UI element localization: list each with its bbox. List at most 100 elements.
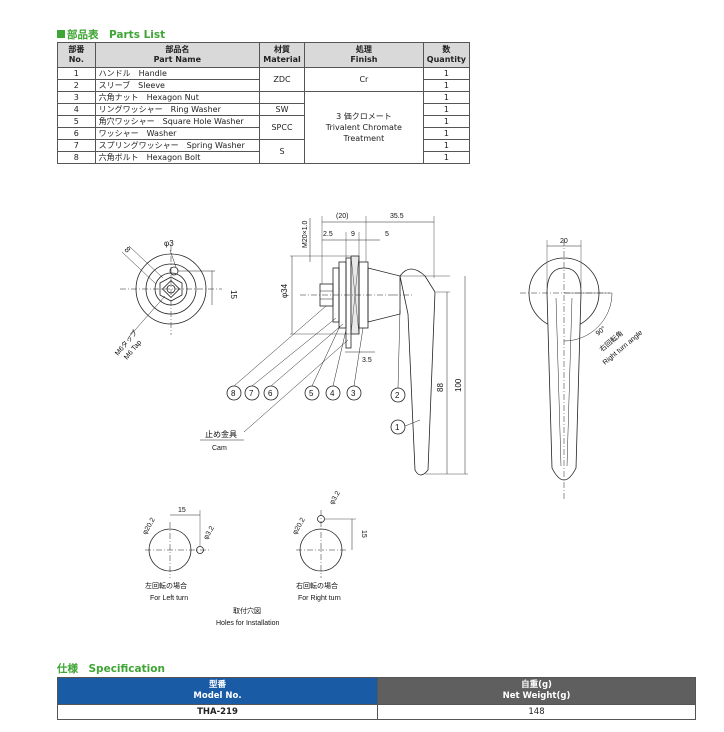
row-name: 角穴ワッシャー Square Hole Washer — [94, 115, 261, 128]
cam-plate-side — [345, 257, 352, 349]
callout-label: 6 — [268, 389, 273, 398]
side-view: φ34 M20×1.0 (20) 35.5 2.5 9 5 3.5 88 100 — [233, 213, 468, 476]
callout-label: 1 — [395, 423, 400, 432]
left-turn-en: For Left turn — [150, 595, 188, 602]
left-small-label: φ3.2 — [203, 525, 216, 541]
dim-9-label: 9 — [351, 231, 355, 238]
dim-hex-label: 8 — [123, 245, 133, 255]
callout-circle — [226, 385, 242, 401]
callout-circle — [390, 419, 406, 435]
row-name: ワッシャー Washer — [94, 127, 261, 140]
dim-355-label: 35.5 — [390, 213, 404, 220]
table-row: THA-219 148 — [57, 704, 696, 720]
material-cell: S — [259, 139, 305, 164]
callout-label: 4 — [330, 389, 335, 398]
row-qty: 1 — [422, 67, 471, 80]
angle-arc — [563, 292, 613, 342]
row-name: リングワッシャー Ring Washer — [94, 103, 261, 116]
dim-25-label: 2.5 — [323, 231, 333, 238]
install-hole-left: 15 φ20.2 φ3.2 左回転の場合 For Left turn — [142, 507, 216, 602]
callouts: 8 7 6 5 4 3 2 1 — [226, 385, 406, 435]
dim-5-label: 5 — [385, 231, 389, 238]
leader-hex — [121, 251, 157, 285]
right-turn-jp: 右回転の場合 — [296, 581, 338, 590]
back-view: 15 φ3 8 M6タップ M6 Tap — [113, 239, 238, 361]
right-small-label: φ3.2 — [329, 490, 342, 506]
dim-phi3-label: φ3 — [164, 239, 174, 248]
angle-label: 90° — [594, 324, 607, 337]
material-cell: SPCC — [259, 115, 305, 140]
finish-cell: 3 価クロメート Trivalent Chromate Treatment — [303, 91, 424, 164]
net-weight-header: 自重(g)Net Weight(g) — [377, 677, 696, 705]
material-cell: ZDC — [259, 67, 305, 92]
cam-jp-label: 止め金具 — [205, 429, 237, 439]
front-view: 20 90° 右回転角 Right turn angle — [520, 238, 644, 500]
left-dia-label: φ20.2 — [142, 517, 157, 536]
row-qty: 1 — [422, 139, 471, 152]
left-turn-jp: 左回転の場合 — [145, 581, 187, 590]
table-row: 3 六角ナット Hexagon Nut 3 価クロメート Trivalent C… — [57, 91, 471, 164]
row-name: スプリングワッシャー Spring Washer — [94, 139, 261, 152]
row-qty: 1 — [422, 127, 471, 140]
callout-circle — [325, 385, 341, 401]
left-dim-label: 15 — [178, 507, 186, 514]
callout-circle — [346, 385, 362, 401]
row-no: 4 — [57, 103, 96, 116]
dim-m20-label: M20×1.0 — [302, 220, 309, 248]
net-weight-cell: 148 — [377, 704, 696, 720]
row-no: 1 — [57, 67, 96, 80]
specification-title: 仕様 Specification — [57, 663, 165, 675]
material-cell — [259, 91, 305, 104]
handle-side — [399, 268, 436, 476]
table-row: 8 六角ボルト Hexagon Bolt 1 — [57, 151, 471, 164]
dim-15-label: 15 — [229, 290, 238, 299]
dim-phi34-label: φ34 — [280, 283, 289, 298]
right-dia-label: φ20.2 — [292, 517, 307, 536]
row-name: ハンドル Handle — [94, 67, 261, 80]
model-no-cell: THA-219 — [57, 704, 378, 720]
right-dim-label: 15 — [360, 530, 367, 538]
square-hole — [161, 279, 181, 299]
row-name: 六角ボルト Hexagon Bolt — [94, 151, 261, 164]
callout-label: 7 — [249, 389, 254, 398]
callout-label: 2 — [395, 391, 400, 400]
material-cell: SW — [259, 103, 305, 116]
dim-88-label: 88 — [436, 383, 445, 392]
row-qty: 1 — [422, 151, 471, 164]
leader-hex2 — [128, 245, 164, 279]
dim-35-label: 3.5 — [362, 357, 372, 364]
install-holes-en: Holes for Installation — [216, 620, 280, 627]
row-no: 2 — [57, 79, 96, 92]
callout-circle — [390, 387, 406, 403]
row-no: 3 — [57, 91, 96, 104]
dim-20-label: 20 — [560, 238, 568, 245]
technical-drawing: 15 φ3 8 M6タップ M6 Tap φ34 — [113, 213, 645, 627]
row-no: 8 — [57, 151, 96, 164]
callout-circle — [304, 385, 320, 401]
row-no: 7 — [57, 139, 96, 152]
finish-cell: Cr — [303, 67, 424, 92]
right-turn-en: For Right turn — [298, 595, 341, 602]
callout-label: 5 — [309, 389, 314, 398]
leader-phi3 — [169, 249, 177, 268]
dim-20p-label: (20) — [336, 213, 348, 220]
callout-circle — [263, 385, 279, 401]
row-qty: 1 — [422, 103, 471, 116]
parts-list-title: 部品表 Parts List — [57, 27, 165, 42]
row-qty: 1 — [422, 91, 471, 104]
table-row: 5 角穴ワッシャー Square Hole Washer SPCC 1 — [57, 115, 471, 140]
install-hole-right: 15 φ20.2 φ3.2 右回転の場合 For Right turn — [292, 490, 367, 602]
row-no: 5 — [57, 115, 96, 128]
row-name: スリーブ Sleeve — [94, 79, 261, 92]
row-qty: 1 — [422, 79, 471, 92]
leader-m6 — [127, 295, 166, 339]
